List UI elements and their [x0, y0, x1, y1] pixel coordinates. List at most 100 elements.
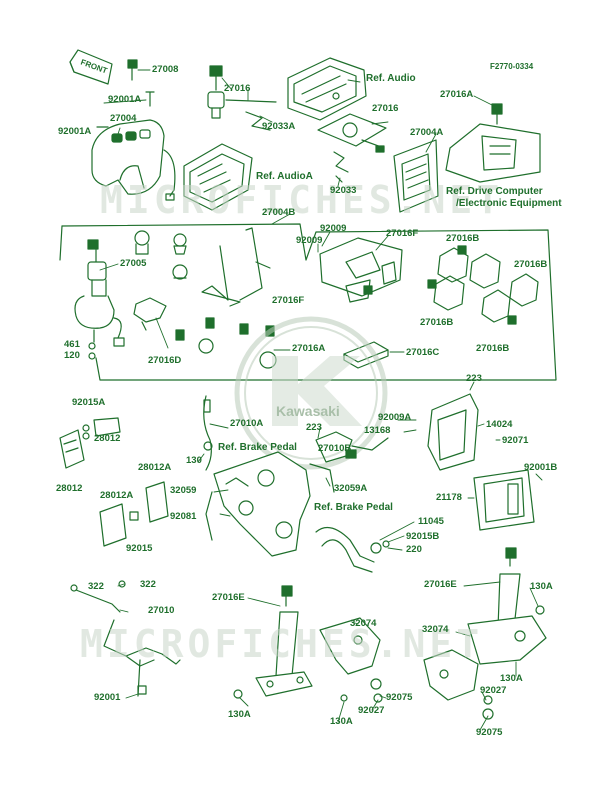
part-label-14024: 14024	[486, 419, 513, 430]
part-label-27016e-b: 27016E	[424, 579, 457, 590]
switch-27016-b-icon	[317, 113, 387, 183]
audio-unit-icon	[287, 57, 367, 121]
key-27008-icon	[127, 59, 138, 81]
part-label-92075-a: 92075	[386, 692, 413, 703]
part-label-92081: 92081	[170, 511, 197, 522]
part-label-27010b: 27010B	[318, 443, 352, 454]
brake-switch-27010b-icon	[309, 431, 389, 493]
part-label-223-b: 223	[306, 422, 322, 433]
part-label-32074-b: 32074	[422, 624, 449, 635]
part-label-27016d: 27016D	[148, 355, 182, 366]
part-label-27005: 27005	[120, 258, 147, 269]
part-label-92033a: 92033A	[262, 121, 296, 132]
part-label-461: 461	[64, 339, 80, 350]
part-label-92027-a: 92027	[358, 705, 385, 716]
part-label-27016b-d: 27016B	[476, 343, 510, 354]
part-label-28012-b: 28012	[56, 483, 83, 494]
part-label-92027-b: 92027	[480, 685, 507, 696]
switch-27016-icon	[207, 65, 277, 131]
plate-28012a-icon	[99, 481, 169, 547]
diagram-code: F2770-0334	[490, 62, 534, 71]
part-label-130a-b: 130A	[330, 716, 353, 727]
ref-drive-computer: Ref. Drive Computer	[446, 186, 543, 197]
part-label-27016b-a: 27016B	[446, 233, 480, 244]
part-label-130a-c: 130A	[530, 581, 553, 592]
stalk-27016e-icon	[233, 585, 313, 699]
part-label-27016a-top: 27016A	[440, 89, 474, 100]
watermark-text-bottom: MICROFICHES.NET	[80, 622, 484, 666]
panel-21178-icon	[473, 469, 535, 531]
part-label-92001a-b: 92001A	[58, 126, 92, 137]
drive-computer-bezel-icon	[445, 103, 541, 183]
part-label-28012a: 28012A	[138, 462, 172, 473]
ref-brake-pedal-b: Ref. Brake Pedal	[314, 502, 393, 513]
part-label-322-a: 322	[88, 581, 104, 592]
part-label-27016: 27016	[224, 83, 251, 94]
group-frame-27004b	[59, 223, 557, 381]
stalk-27016e-b-icon	[467, 547, 547, 665]
part-label-120: 120	[64, 350, 80, 361]
audio-a-unit-icon	[183, 143, 253, 211]
part-label-130: 130	[186, 455, 202, 466]
bracket-32074-a-icon	[319, 617, 383, 703]
part-label-92015a: 92015A	[72, 397, 106, 408]
ref-audio-a: Ref. AudioA	[256, 171, 313, 182]
switch-27016f-icon	[319, 237, 403, 303]
part-label-32059a: 32059A	[334, 483, 368, 494]
part-label-322-b: 322	[140, 579, 156, 590]
pedal-bracket-casting-icon	[205, 451, 311, 557]
brake-pedal-pipe-icon	[315, 526, 390, 573]
part-label-92075-b: 92075	[476, 727, 503, 738]
part-label-92001: 92001	[94, 692, 121, 703]
part-label-27010: 27010	[148, 605, 175, 616]
part-label-92001a: 92001A	[108, 94, 142, 105]
part-label-32059: 32059	[170, 485, 197, 496]
part-label-27010a: 27010A	[230, 418, 264, 429]
ignition-switch-27005-icon	[74, 239, 125, 360]
kawasaki-logo-icon	[234, 316, 388, 470]
part-label-28012a-b: 28012A	[100, 490, 134, 501]
part-label-27004b: 27004B	[262, 207, 296, 218]
ref-brake-pedal-a: Ref. Brake Pedal	[218, 442, 297, 453]
part-label-32074-a: 32074	[350, 618, 377, 629]
screw-92001a-icon	[96, 91, 155, 128]
part-label-92009a: 92009A	[378, 412, 412, 423]
ref-audio: Ref. Audio	[366, 73, 416, 84]
brake-linkage-27010-icon	[70, 580, 181, 697]
switch-27016b-cluster-icon	[427, 245, 539, 325]
part-label-27016-b: 27016	[372, 103, 399, 114]
part-label-27016e-a: 27016E	[212, 592, 245, 603]
part-label-92033: 92033	[330, 185, 357, 196]
part-label-92009: 92009	[320, 223, 347, 234]
watermark-text-top: MICROFICHES.NET	[100, 178, 504, 222]
part-label-27016b-c: 27016B	[420, 317, 454, 328]
plate-28012-icon	[59, 417, 121, 469]
part-label-27016f-b: 27016F	[272, 295, 305, 306]
part-label-27016b-b: 27016B	[514, 259, 548, 270]
part-label-92001b: 92001B	[524, 462, 558, 473]
part-label-27004a: 27004A	[410, 127, 444, 138]
part-label-92009-b: 92009	[296, 235, 323, 246]
part-label-27016f: 27016F	[386, 228, 419, 239]
part-label-11045: 11045	[418, 516, 444, 527]
part-label-27016c: 27016C	[406, 347, 440, 358]
kawasaki-brand-text: Kawasaki	[276, 403, 340, 419]
part-label-130a-d: 130A	[500, 673, 523, 684]
cover-14024-icon	[427, 393, 479, 471]
part-label-92015: 92015	[126, 543, 153, 554]
part-label-27016a-mid: 27016A	[292, 343, 326, 354]
part-label-27008: 27008	[152, 64, 179, 75]
part-label-223-a: 223	[466, 373, 482, 384]
part-label-27004: 27004	[110, 113, 137, 124]
part-label-220: 220	[406, 544, 422, 555]
brake-switch-27010a-icon	[203, 395, 213, 471]
bracket-32074-b-icon	[423, 649, 494, 720]
ref-electronic-equipment: /Electronic Equipment	[456, 198, 562, 209]
front-arrow-icon	[69, 49, 113, 85]
part-label-92015b: 92015B	[406, 531, 440, 542]
part-label-92071: 92071	[502, 435, 529, 446]
part-label-13168: 13168	[364, 425, 391, 436]
panel-27004a-icon	[393, 139, 439, 213]
